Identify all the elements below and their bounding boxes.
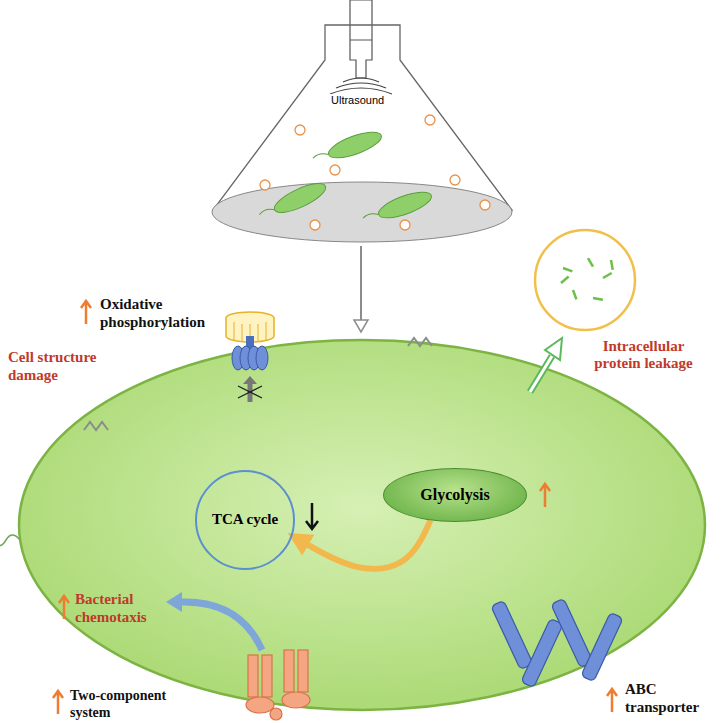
increase-arrow [53,691,63,714]
bubble [330,165,340,175]
process-arrow [354,246,368,332]
blocked-arrow [238,386,262,398]
protein-fragment [593,298,603,300]
atp-synthase [266,322,267,340]
bacterium [259,207,275,217]
bubble [425,115,435,125]
two-component-system [282,692,310,708]
abc-transporter [581,612,623,681]
membrane-damage [84,422,108,430]
leakage-arrow [530,356,552,392]
increase-arrow [59,596,69,619]
protein-fragment [563,268,572,271]
bubble [480,200,490,210]
bacterium [326,127,385,163]
bubble [260,180,270,190]
tca-circle: TCA cycle [195,470,295,570]
two-component-system [248,655,258,697]
flask-node: Ultrasound [205,20,520,245]
membrane-damage [84,338,432,430]
process-arrow [354,320,368,332]
pathway-label: ABC transporter [625,680,720,716]
blocked-arrow [238,386,262,398]
ultrasound-probe [350,40,372,41]
flow-arrow [298,520,430,568]
bubble [400,220,410,230]
two-component-system [284,650,294,692]
protein-fragment [611,260,613,270]
tca-label: TCA cycle [212,511,278,528]
increase-arrow [540,484,550,507]
signal-arrow [166,592,262,650]
glycolysis-ellipse: Glycolysis [383,468,527,522]
decrease-arrow [306,503,318,529]
ultrasound-waves [330,78,392,94]
protein-fragment [603,273,612,278]
atp-synthase [256,346,268,370]
membrane-damage [408,338,432,346]
atp-synthase [226,312,274,370]
ultrasound-probe [350,0,372,78]
atp-synthase [258,324,259,342]
process-arrow [360,246,362,320]
ultrasound-waves [343,78,379,82]
ultrasound-waves [336,83,386,88]
decrease-arrow [306,503,318,529]
leakage-arrow [530,356,552,392]
glycolysis-label: Glycolysis [420,486,489,504]
bacterium [256,178,329,225]
blocked-arrow [243,376,257,384]
increase-arrow [81,301,91,324]
leakage-circle [533,228,637,332]
bacterial-cell [19,340,705,710]
abc-transporter [521,618,563,687]
flagellum [0,535,20,546]
two-component-system [246,650,310,720]
bubble [450,175,460,185]
bacterium [311,127,385,169]
protein-fragment [573,290,576,299]
protein-fragment [561,277,569,283]
leakage-label: Intracellular protein leakage [581,338,706,373]
signal-arrow [180,602,262,650]
leakage-arrow [545,338,562,360]
bacterium [376,187,435,223]
two-component-system [262,655,272,697]
increase-arrow [607,689,617,712]
protein-fragment [588,258,593,267]
signal-arrow [166,592,182,612]
abc-transporter [551,598,593,667]
ultrasound-label: Ultrasound [330,94,385,107]
flask-outline [205,20,520,245]
bacterium [271,178,329,218]
atp-synthase [234,322,235,340]
bacterium [361,187,435,229]
pathway-label: Two-component system [70,688,195,722]
leakage-arrow [530,338,562,392]
pathway-label: Bacterial chemotaxis [75,590,170,626]
pathway-label: Oxidative phosphorylation [100,295,225,331]
bacterium [362,211,378,220]
two-component-system [270,708,282,720]
leakage-circle: Intracellular protein leakage [533,228,637,332]
pathway-label: Cell structure damage [8,348,118,384]
two-component-system [246,697,274,713]
ultrasound-probe [350,0,372,78]
leakage-circle [535,230,635,330]
bubble [295,125,305,135]
bacterium [312,151,328,160]
flask-base [212,182,512,242]
bubble [310,220,320,230]
abc-transporter [491,600,533,669]
atp-synthase [242,324,243,342]
abc-transporter [491,598,623,687]
blocked-arrow [238,376,262,402]
two-component-system [298,650,308,692]
